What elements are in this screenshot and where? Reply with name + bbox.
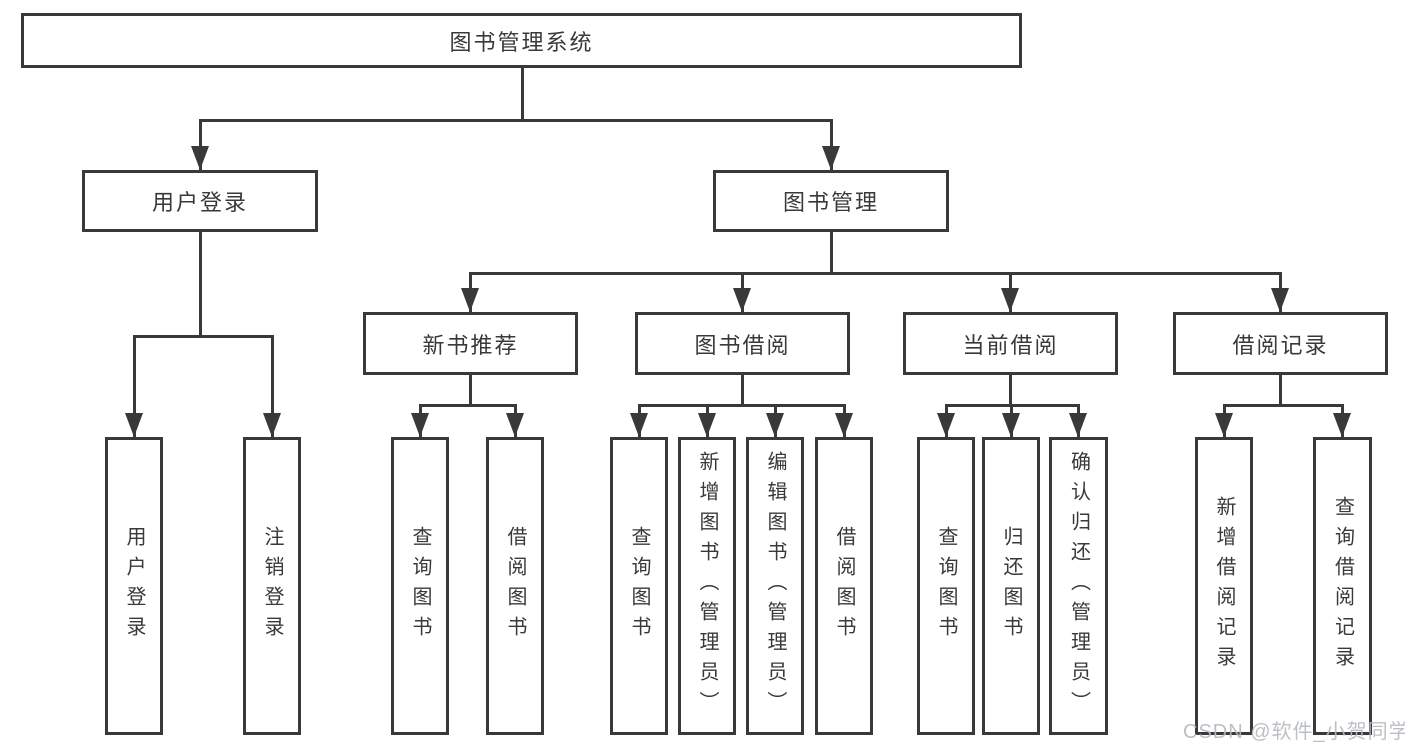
node-label-book-borrow: 图书借阅 [694, 332, 791, 358]
arrow-down-icon [1001, 288, 1019, 312]
connector-line [468, 375, 472, 407]
arrow-down-icon [411, 413, 429, 437]
connector-line [270, 334, 274, 437]
connector-line [468, 271, 1282, 275]
node-leaf-bb-borrow: 借阅图书 [815, 437, 873, 735]
node-leaf-nr-query: 查询图书 [391, 437, 449, 735]
connector-line [198, 118, 833, 122]
node-label-leaf-cb-confirm: 确认归还（管理员） [1067, 451, 1090, 721]
node-label-leaf-nr-query: 查询图书 [409, 526, 431, 646]
arrow-down-icon [630, 413, 648, 437]
arrow-down-icon [461, 288, 479, 312]
node-label-borrow-records: 借阅记录 [1232, 332, 1329, 358]
node-book-borrow: 图书借阅 [635, 312, 850, 375]
connector-line [637, 403, 846, 407]
arrow-down-icon [937, 413, 955, 437]
connector-line [418, 403, 517, 407]
connector-line [198, 118, 202, 170]
node-label-leaf-br-add: 新增借阅记录 [1213, 496, 1235, 676]
node-label-root: 图书管理系统 [449, 29, 594, 55]
node-leaf-cb-query: 查询图书 [917, 437, 975, 735]
arrow-down-icon [698, 413, 716, 437]
connector-line [740, 375, 744, 407]
node-label-user-login: 用户登录 [151, 190, 248, 215]
node-label-current-borrow: 当前借阅 [962, 332, 1059, 358]
node-borrow-records: 借阅记录 [1173, 312, 1388, 375]
connector-line [198, 232, 202, 338]
node-leaf-bb-edit: 编辑图书（管理员） [746, 437, 804, 735]
connector-line [132, 334, 136, 437]
node-label-book-mgmt: 图书管理 [782, 190, 879, 215]
arrow-down-icon [191, 146, 209, 170]
node-label-leaf-bb-add: 新增图书（管理员） [696, 451, 718, 721]
node-label-leaf-bb-borrow: 借阅图书 [833, 526, 855, 646]
node-label-leaf-br-query: 查询借阅记录 [1331, 496, 1354, 676]
arrow-down-icon [125, 413, 143, 437]
node-leaf-user-login: 用户登录 [105, 437, 163, 735]
arrow-down-icon [822, 146, 840, 170]
arrow-down-icon [1002, 413, 1020, 437]
arrow-down-icon [506, 413, 524, 437]
node-leaf-cb-return: 归还图书 [982, 437, 1040, 735]
node-leaf-nr-borrow: 借阅图书 [486, 437, 544, 735]
node-leaf-cb-confirm: 确认归还（管理员） [1049, 437, 1108, 735]
node-label-leaf-bb-query: 查询图书 [628, 526, 650, 646]
node-book-mgmt: 图书管理 [713, 170, 949, 232]
connector-line [829, 118, 833, 170]
connector-line [1222, 403, 1344, 407]
node-label-new-book-rec: 新书推荐 [422, 332, 519, 358]
arrow-down-icon [1215, 413, 1233, 437]
connector-line [132, 334, 274, 338]
node-current-borrow: 当前借阅 [903, 312, 1118, 375]
arrow-down-icon [835, 413, 853, 437]
node-label-leaf-cb-query: 查询图书 [935, 526, 957, 646]
node-leaf-br-add: 新增借阅记录 [1195, 437, 1253, 735]
node-leaf-logout: 注销登录 [243, 437, 301, 735]
node-leaf-br-query: 查询借阅记录 [1313, 437, 1372, 735]
arrow-down-icon [1271, 288, 1289, 312]
connector-line [1278, 375, 1282, 407]
arrow-down-icon [1333, 413, 1351, 437]
arrow-down-icon [263, 413, 281, 437]
connector-line [520, 68, 524, 122]
node-label-leaf-bb-edit: 编辑图书（管理员） [764, 451, 786, 721]
arrow-down-icon [766, 413, 784, 437]
node-root: 图书管理系统 [21, 13, 1022, 68]
node-new-book-rec: 新书推荐 [363, 312, 578, 375]
arrow-down-icon [1069, 413, 1087, 437]
node-label-leaf-logout: 注销登录 [261, 526, 283, 646]
node-label-leaf-user-login: 用户登录 [123, 526, 145, 646]
node-label-leaf-nr-borrow: 借阅图书 [504, 526, 526, 646]
csdn-watermark: CSDN @软件_小贺同学 [1183, 721, 1405, 743]
node-leaf-bb-add: 新增图书（管理员） [678, 437, 736, 735]
node-leaf-bb-query: 查询图书 [610, 437, 668, 735]
node-user-login: 用户登录 [82, 170, 318, 232]
arrow-down-icon [733, 288, 751, 312]
node-label-leaf-cb-return: 归还图书 [1000, 526, 1022, 646]
connector-line [829, 232, 833, 275]
connector-line [1008, 375, 1012, 407]
